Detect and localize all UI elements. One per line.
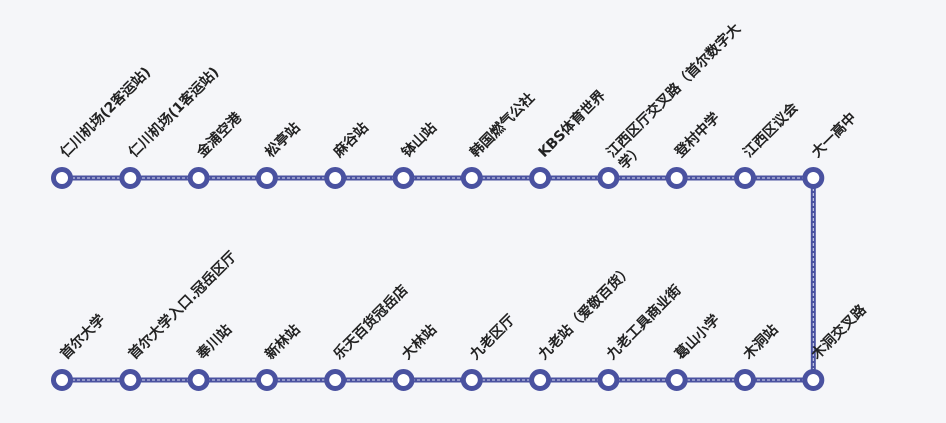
top-station-marker[interactable] — [665, 167, 688, 189]
station-name: 九老区厅 — [466, 311, 518, 363]
top-station-label: 大一高中 — [808, 109, 860, 161]
station-name: 新林站 — [262, 321, 304, 363]
bottom-station-marker[interactable] — [802, 369, 825, 391]
bottom-station-label: 新林站 — [262, 321, 304, 363]
station-name: 韩国燃气公社 — [467, 89, 538, 160]
station-name: 麻谷站 — [329, 119, 371, 161]
station-name: 首尔大学 — [57, 311, 109, 363]
station-name: 木洞站 — [739, 321, 781, 363]
top-station-label: 韩国燃气公社 — [467, 89, 538, 160]
bottom-station-marker[interactable] — [734, 369, 756, 391]
bottom-station-label: 首尔大学入口.冠岳区厅 — [125, 248, 240, 363]
top-station-label: 金浦空港 — [193, 109, 246, 162]
station-name: 首尔大学入口.冠岳区厅 — [125, 248, 240, 363]
top-station-marker[interactable] — [324, 167, 347, 189]
bottom-station-marker[interactable] — [597, 369, 620, 391]
top-station-marker[interactable] — [255, 167, 278, 189]
bottom-station-label: 木洞交叉路 — [807, 301, 870, 364]
bottom-station-label: 葛山小学 — [671, 311, 723, 363]
station-name: 奉川站 — [193, 321, 235, 363]
station-name: 大一高中 — [808, 109, 860, 161]
top-station-marker[interactable] — [119, 167, 142, 189]
bottom-station-label: 大林站 — [398, 321, 440, 363]
labels-layer: 仁川机场(2客运站)仁川机场(1客运站)金浦空港松亭站麻谷站钵山站韩国燃气公社K… — [57, 20, 871, 363]
top-station-label: 钵山站 — [398, 119, 440, 161]
top-station-marker[interactable] — [460, 167, 483, 189]
station-name: 木洞交叉路 — [807, 301, 870, 364]
top-station-marker[interactable] — [802, 167, 825, 189]
bottom-station-label: 九老区厅 — [466, 311, 518, 363]
top-station-label: 江西区议会 — [740, 99, 802, 161]
bottom-station-marker[interactable] — [187, 369, 210, 391]
station-name: 登村中学 — [671, 109, 723, 161]
station-name: 江西区议会 — [740, 99, 802, 161]
bottom-station-label: 奉川站 — [193, 321, 235, 363]
bottom-station-marker[interactable] — [255, 369, 278, 391]
station-name: KBS体育世界 — [535, 86, 610, 161]
bottom-station-marker[interactable] — [665, 369, 688, 391]
top-station-label: 松亭站 — [262, 119, 304, 161]
top-station-marker[interactable] — [392, 167, 415, 189]
station-name: 松亭站 — [262, 119, 304, 161]
top-station-marker[interactable] — [734, 167, 756, 189]
station-name: 江西区厅交叉路（首尔数字大 — [603, 20, 744, 161]
top-station-label: 麻谷站 — [329, 119, 371, 161]
station-name: 金浦空港 — [193, 109, 246, 162]
station-name: 钵山站 — [398, 119, 440, 161]
route-line — [62, 175, 816, 383]
bottom-station-marker[interactable] — [324, 369, 347, 391]
bottom-station-marker[interactable] — [460, 369, 483, 391]
top-station-marker[interactable] — [529, 167, 552, 189]
top-station-marker[interactable] — [51, 167, 73, 189]
bottom-station-marker[interactable] — [119, 369, 142, 391]
top-station-marker[interactable] — [187, 167, 210, 189]
bottom-station-marker[interactable] — [392, 369, 415, 391]
bottom-station-label: 木洞站 — [739, 321, 781, 363]
top-station-label: KBS体育世界 — [535, 86, 610, 161]
station-name: 葛山小学 — [671, 311, 723, 363]
bottom-station-marker[interactable] — [529, 369, 552, 391]
bottom-station-label: 首尔大学 — [57, 311, 109, 363]
top-station-label: 登村中学 — [671, 109, 723, 161]
top-station-marker[interactable] — [597, 167, 620, 189]
bottom-station-marker[interactable] — [51, 369, 73, 391]
stations-layer — [51, 167, 825, 391]
station-name: 大林站 — [398, 321, 440, 363]
